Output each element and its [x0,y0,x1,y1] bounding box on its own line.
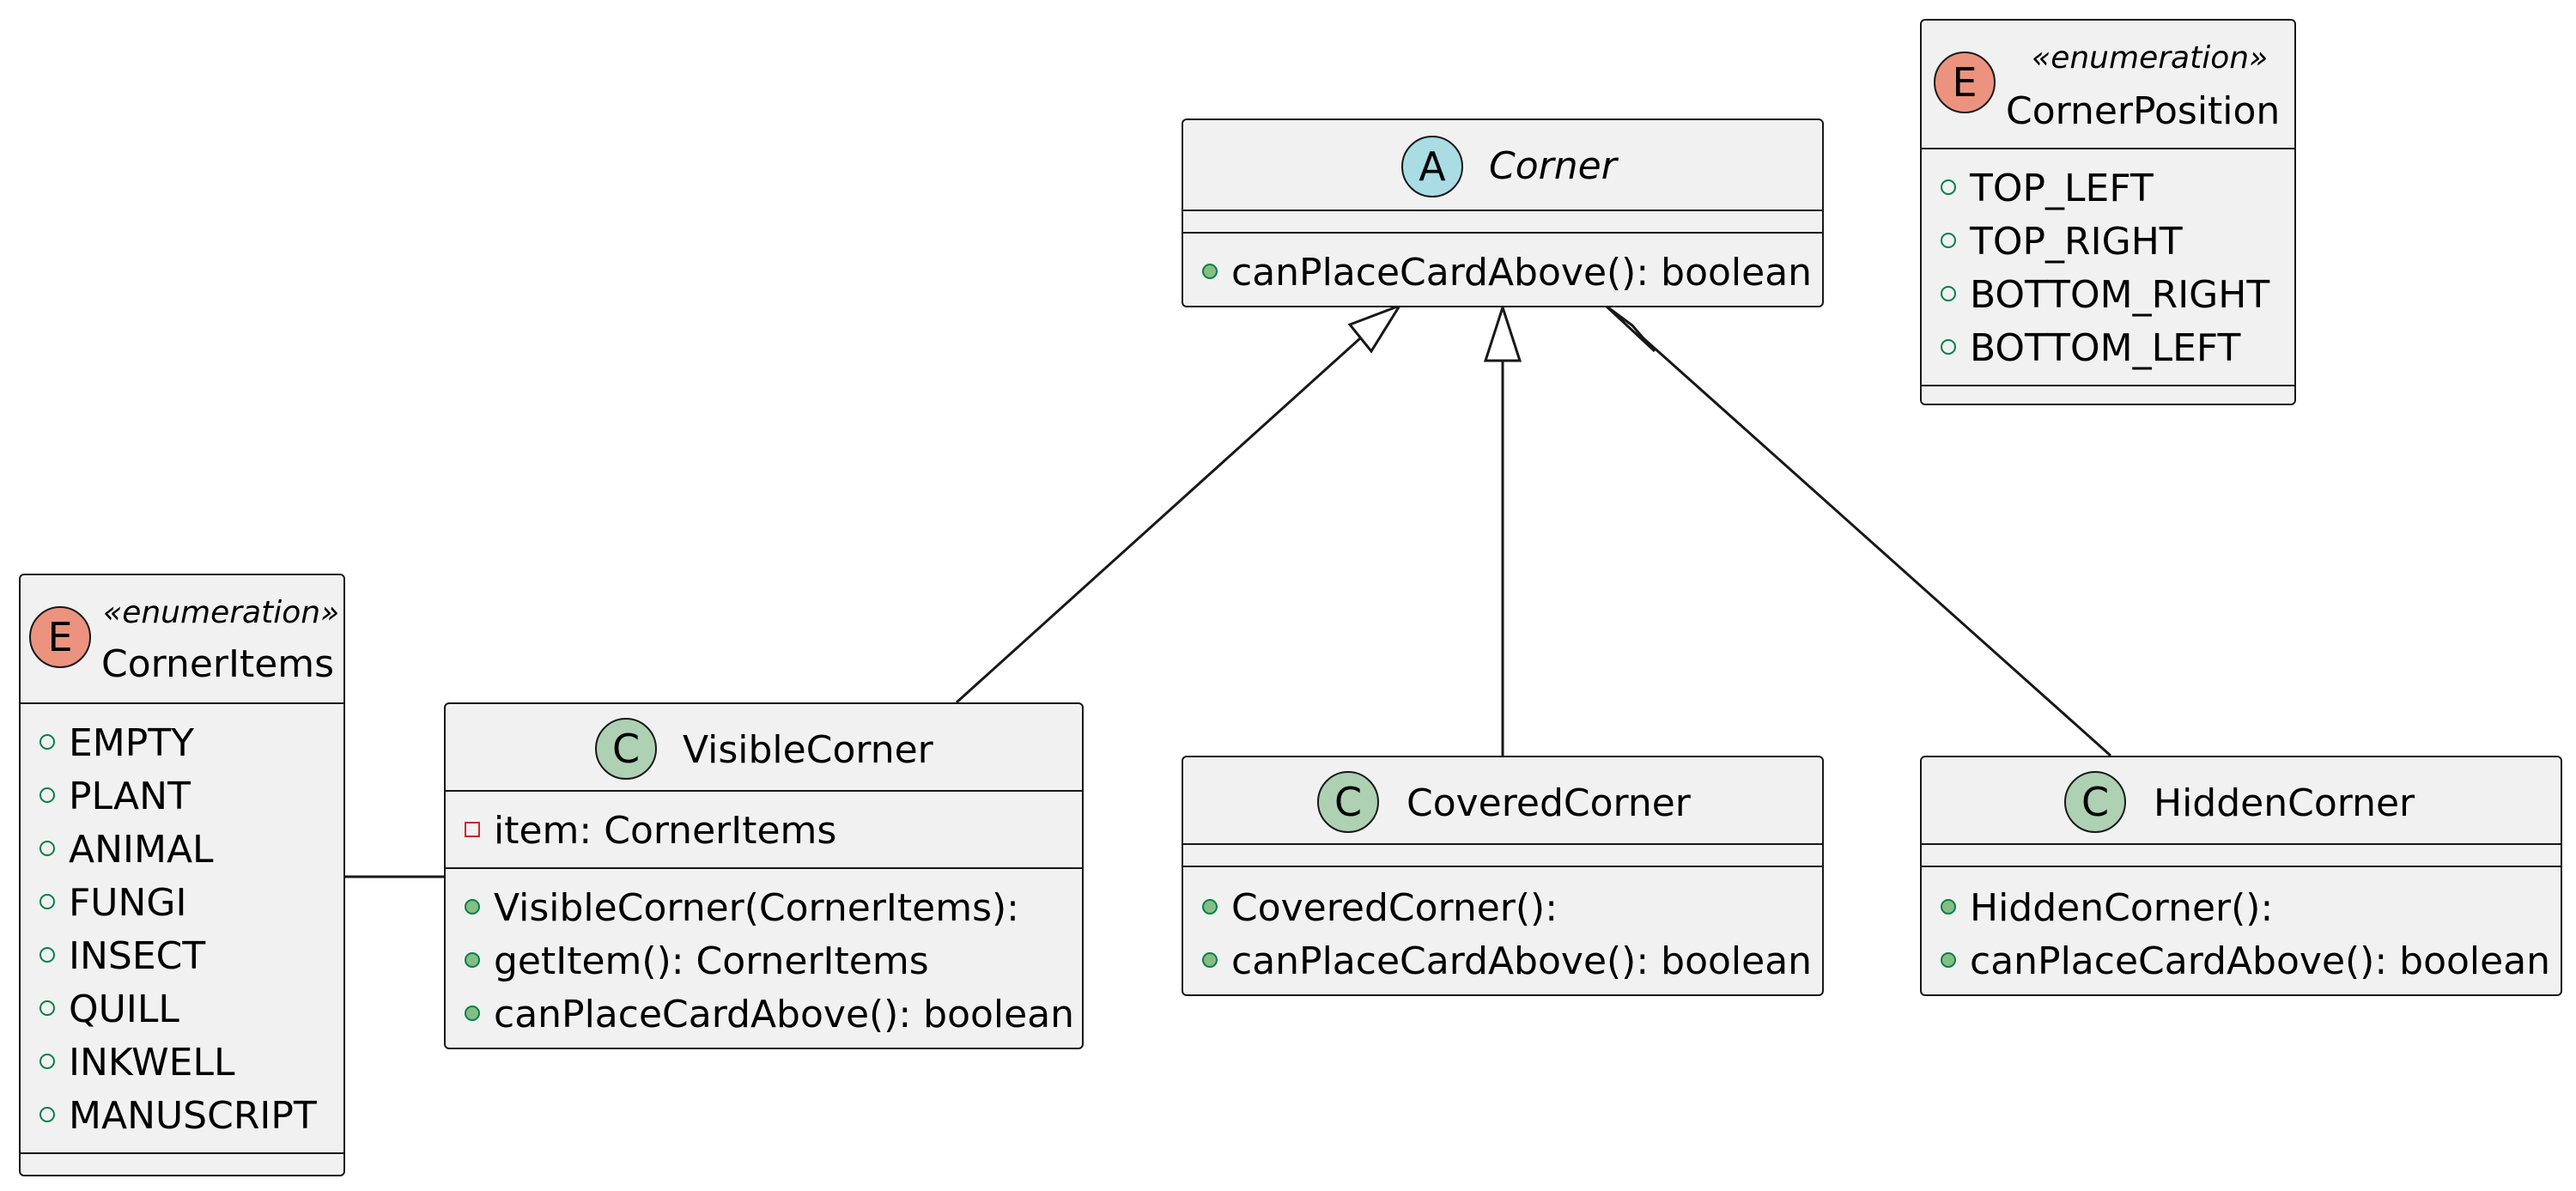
abstract-badge-icon: A [1401,136,1463,197]
enum-value: BOTTOM_LEFT [1941,330,2240,368]
method-row: canPlaceCardAbove(): boolean [1202,254,1812,292]
stereotype-label: «enumeration» [2032,40,2269,76]
enum-value: PLANT [39,778,191,816]
public-field-icon [39,841,55,856]
public-field-icon [1941,339,1956,355]
method-row: getItem(): CornerItems [465,943,929,981]
enum-badge-icon: E [1934,52,1996,113]
stereotype-label: «enumeration» [103,595,340,630]
divider [446,790,1082,792]
public-field-icon [39,1054,55,1069]
public-field-icon [1941,179,1956,195]
enum-value: INSECT [39,938,205,975]
class-hiddencorner[interactable]: C HiddenCorner HiddenCorner(): canPlaceC… [1920,756,2562,996]
enum-value: EMPTY [39,725,194,763]
divider [1183,843,1822,845]
enum-value: QUILL [39,991,179,1029]
method-row: HiddenCorner(): [1941,890,2273,927]
public-method-icon [1941,952,1956,968]
divider [1183,232,1822,234]
class-badge-icon: C [595,718,657,780]
public-field-icon [39,734,55,750]
public-field-icon [39,1000,55,1016]
field-row: item: CornerItems [465,812,836,850]
public-field-icon [39,1107,55,1122]
divider [1183,210,1822,211]
public-field-icon [39,787,55,803]
public-field-icon [1941,286,1956,301]
public-method-icon [465,1006,480,1021]
inheritance-arrowhead-coveredcorner [1483,303,1522,362]
method-row: CoveredCorner(): [1202,890,1558,927]
class-corner[interactable]: A Corner canPlaceCardAbove(): boolean [1182,118,1824,307]
inheritance-arrowhead-visiblecorner [1347,303,1403,354]
enum-value: MANUSCRIPT [39,1097,317,1135]
public-method-icon [465,952,480,968]
public-field-icon [39,947,55,963]
public-method-icon [465,899,480,915]
public-method-icon [1202,899,1218,915]
public-field-icon [39,894,55,909]
divider [21,702,343,704]
enum-value: TOP_RIGHT [1941,223,2183,261]
enum-corneritems[interactable]: E «enumeration» CornerItems EMPTY PLANT … [19,574,345,1176]
enum-cornerposition[interactable]: E «enumeration» CornerPosition TOP_LEFT … [1920,19,2296,405]
class-badge-icon: C [1317,771,1379,833]
class-name: Corner [1489,144,1617,188]
enum-name: CornerItems [101,642,335,686]
inheritance-edge-hiddencorner [1643,337,2111,757]
class-name: HiddenCorner [2154,781,2415,825]
public-method-icon [1202,264,1218,279]
divider [1922,385,2294,386]
enum-value: INKWELL [39,1044,235,1082]
class-coveredcorner[interactable]: C CoveredCorner CoveredCorner(): canPlac… [1182,756,1824,996]
public-field-icon [1941,233,1956,248]
class-name: VisibleCorner [683,728,933,772]
divider [21,1152,343,1154]
enum-value: TOP_LEFT [1941,170,2154,208]
class-visiblecorner[interactable]: C VisibleCorner item: CornerItems Visibl… [444,702,1084,1049]
enum-value: ANIMAL [39,831,214,869]
inheritance-edge-visiblecorner [955,337,1362,704]
divider [1183,866,1822,867]
inheritance-arrowhead-hiddencorner [1604,304,1656,353]
enum-value: BOTTOM_RIGHT [1941,276,2269,314]
private-field-icon [465,822,480,837]
class-name: CoveredCorner [1406,781,1691,825]
divider [1922,866,2561,867]
method-row: VisibleCorner(CornerItems): [465,890,1019,927]
public-method-icon [1202,952,1218,968]
method-row: canPlaceCardAbove(): boolean [465,996,1074,1034]
public-method-icon [1941,899,1956,915]
method-row: canPlaceCardAbove(): boolean [1202,943,1812,981]
enum-name: CornerPosition [2006,89,2281,133]
class-badge-icon: C [2064,771,2126,833]
enum-value: FUNGI [39,884,187,922]
divider [1922,843,2561,845]
divider [446,867,1082,869]
enum-badge-icon: E [29,606,91,668]
divider [1922,148,2294,149]
method-row: canPlaceCardAbove(): boolean [1941,943,2550,981]
